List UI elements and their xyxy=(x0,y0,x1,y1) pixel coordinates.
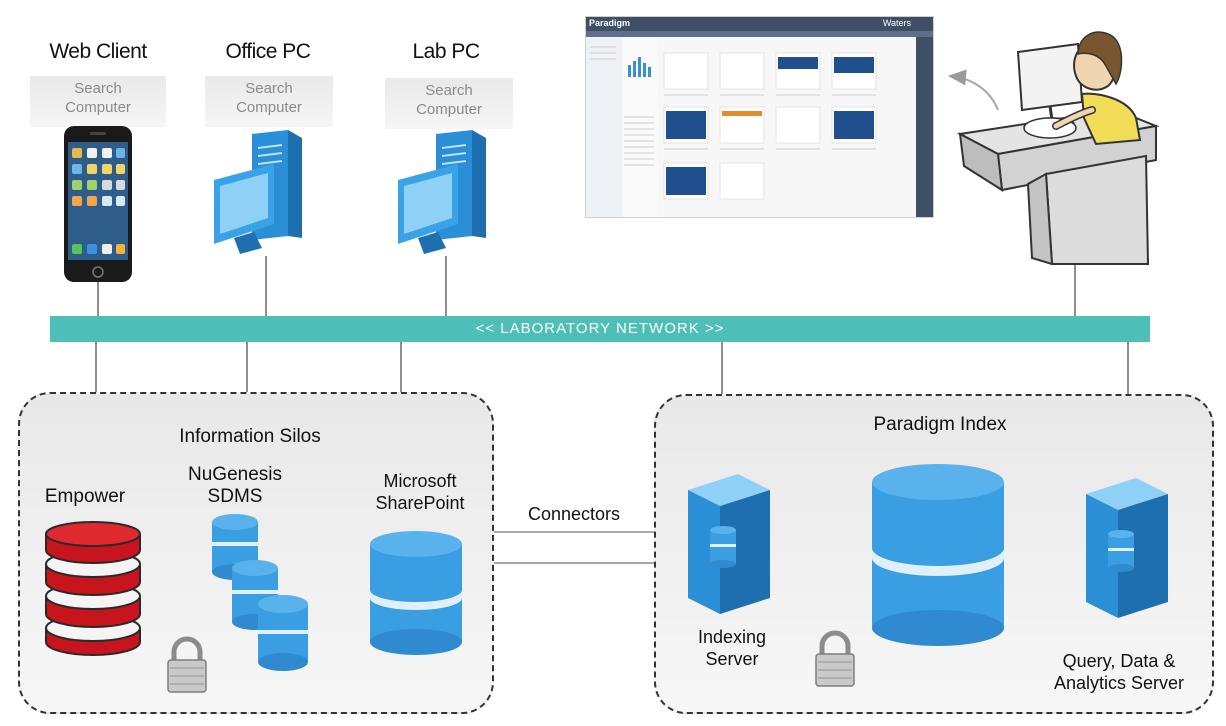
paradigm-index-title: Paradigm Index xyxy=(873,414,1007,435)
sharepoint-database-icon xyxy=(370,531,462,655)
empower-label: Empower xyxy=(44,486,126,507)
indexing-server-label-line1: Indexing xyxy=(697,627,767,647)
padlock-icon xyxy=(815,630,855,687)
connectors-label: Connectors xyxy=(527,504,621,524)
nugenesis-label-line2: SDMS xyxy=(207,486,263,507)
computer-label: Computer xyxy=(65,99,131,116)
computer-label: Computer xyxy=(236,99,302,116)
search-app-screenshot: Paradigm Waters xyxy=(585,16,934,218)
query-server-icon xyxy=(1086,478,1168,618)
desktop-computer-icon xyxy=(214,130,302,254)
web-client-title: Web Client xyxy=(49,40,147,63)
lab-pc-title: Lab PC xyxy=(412,40,480,63)
indexing-server-label: Indexing Server xyxy=(672,626,792,670)
nugenesis-label: NuGenesis SDMS xyxy=(180,464,290,508)
indexing-server-icon xyxy=(688,474,770,614)
search-label: Search xyxy=(74,80,122,97)
computer-label: Computer xyxy=(416,101,482,118)
web-client-search-box: Search Computer xyxy=(30,76,166,127)
smartphone-icon xyxy=(64,126,132,282)
laboratory-network-bar: << LABORATORY NETWORK >> xyxy=(50,316,1150,342)
screenshot-brand: Waters xyxy=(882,18,911,28)
lab-pc-search-box: Search Computer xyxy=(385,78,513,129)
sharepoint-label: Microsoft SharePoint xyxy=(360,470,480,514)
nugenesis-database-icon xyxy=(212,514,308,671)
search-label: Search xyxy=(425,82,473,99)
indexing-server-label-line2: Server xyxy=(705,649,759,669)
office-pc-title: Office PC xyxy=(225,40,311,63)
sharepoint-label-line1: Microsoft xyxy=(383,471,457,491)
information-silos-title: Information Silos xyxy=(179,426,321,447)
sharepoint-label-line2: SharePoint xyxy=(375,493,465,513)
empower-database-icon xyxy=(45,521,141,656)
search-label: Search xyxy=(245,80,293,97)
nugenesis-label-line1: NuGenesis xyxy=(188,464,282,485)
query-server-label-line1: Query, Data & xyxy=(1062,651,1176,671)
padlock-icon xyxy=(167,636,207,693)
user-at-workstation-icon xyxy=(956,31,1160,266)
paradigm-index-database-icon xyxy=(872,464,1004,646)
query-server-label: Query, Data & Analytics Server xyxy=(1030,650,1208,694)
desktop-computer-icon xyxy=(398,130,486,254)
office-pc-search-box: Search Computer xyxy=(205,76,333,127)
screenshot-app-title: Paradigm xyxy=(589,18,631,28)
query-server-label-line2: Analytics Server xyxy=(1053,673,1185,693)
